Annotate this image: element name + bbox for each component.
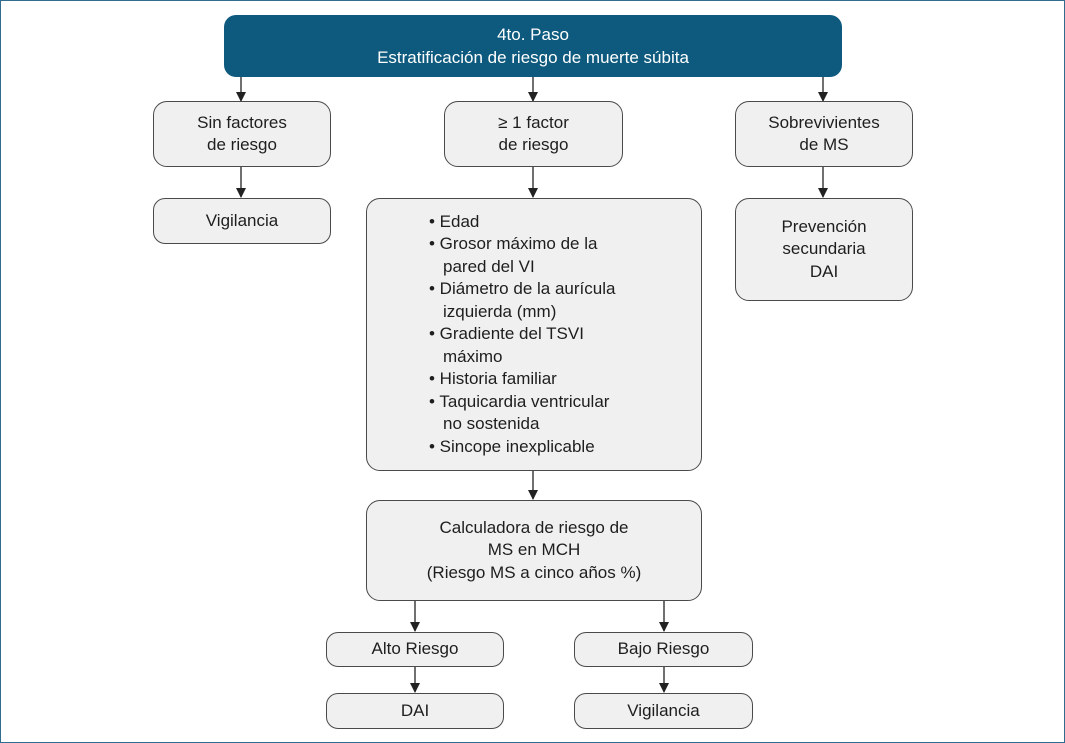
left-surveillance-box: Vigilancia: [153, 198, 331, 244]
secondary-prevention-line1: Prevención: [781, 216, 867, 236]
risk-calculator-box: Calculadora de riesgo de MS en MCH (Ries…: [366, 500, 702, 601]
left-surveillance-label: Vigilancia: [205, 210, 279, 230]
secondary-prevention-line2: secundaria: [782, 239, 866, 259]
list-item: • Taquicardia ventricular no sostenida: [429, 391, 615, 436]
risk-factor-lvot-gradient-cont: máximo: [443, 346, 503, 366]
one-or-more-risk-factor-line2: de riesgo: [498, 135, 569, 154]
secondary-prevention-box: Prevención secundaria DAI: [735, 198, 913, 301]
high-risk-dai-box: DAI: [326, 693, 504, 729]
high-risk-label: Alto Riesgo: [371, 639, 459, 659]
no-risk-factors-box: Sin factores de riesgo: [153, 101, 331, 167]
risk-calculator-line2: MS en MCH: [487, 540, 581, 560]
risk-factor-nsvt-cont: no sostenida: [443, 414, 540, 434]
no-risk-factors-line2: de riesgo: [207, 135, 277, 154]
list-item: • Gradiente del TSVI máximo: [429, 323, 615, 368]
secondary-prevention-line3: DAI: [809, 261, 839, 281]
low-risk-surveillance-label: Vigilancia: [627, 700, 700, 720]
risk-factor-family-history: • Historia familiar: [429, 369, 557, 389]
one-or-more-risk-factor-box: ≥ 1 factor de riesgo: [444, 101, 623, 167]
risk-factor-atrial-diameter: • Diámetro de la aurícula: [429, 279, 616, 299]
list-item: • Edad: [429, 211, 615, 234]
risk-factors-list-box: • Edad • Grosor máximo de la pared del V…: [366, 198, 702, 471]
step-header-line1: 4to. Paso: [497, 25, 569, 44]
step-header: 4to. Paso Estratificación de riesgo de m…: [224, 15, 842, 77]
risk-calculator-line1: Calculadora de riesgo de: [439, 517, 629, 537]
low-risk-surveillance-box: Vigilancia: [574, 693, 753, 729]
risk-factor-wall-thickness-cont: pared del VI: [443, 256, 535, 276]
risk-factor-age: • Edad: [429, 211, 480, 231]
risk-factor-atrial-diameter-cont: izquierda (mm): [443, 301, 557, 321]
sd-survivors-box: Sobrevivientes de MS: [735, 101, 913, 167]
list-item: • Historia familiar: [429, 368, 615, 391]
no-risk-factors-line1: Sin factores: [197, 112, 287, 132]
sd-survivors-line1: Sobrevivientes: [768, 112, 880, 132]
step-header-line2: Estratificación de riesgo de muerte súbi…: [377, 48, 689, 67]
list-item: • Grosor máximo de la pared del VI: [429, 233, 615, 278]
risk-factor-wall-thickness: • Grosor máximo de la: [429, 234, 598, 254]
low-risk-box: Bajo Riesgo: [574, 632, 753, 667]
risk-factor-nsvt: • Taquicardia ventricular: [429, 391, 610, 411]
risk-factor-syncope: • Sincope inexplicable: [429, 436, 595, 456]
high-risk-dai-label: DAI: [400, 700, 430, 720]
high-risk-box: Alto Riesgo: [326, 632, 504, 667]
risk-factor-lvot-gradient: • Gradiente del TSVI: [429, 324, 584, 344]
sd-survivors-line2: de MS: [799, 135, 849, 154]
low-risk-label: Bajo Riesgo: [617, 639, 710, 659]
list-item: • Sincope inexplicable: [429, 436, 615, 459]
list-item: • Diámetro de la aurícula izquierda (mm): [429, 278, 615, 323]
risk-calculator-line3: (Riesgo MS a cinco años %): [426, 562, 642, 582]
risk-factors-list: • Edad • Grosor máximo de la pared del V…: [429, 211, 615, 459]
one-or-more-risk-factor-line1: ≥ 1 factor: [498, 112, 569, 132]
